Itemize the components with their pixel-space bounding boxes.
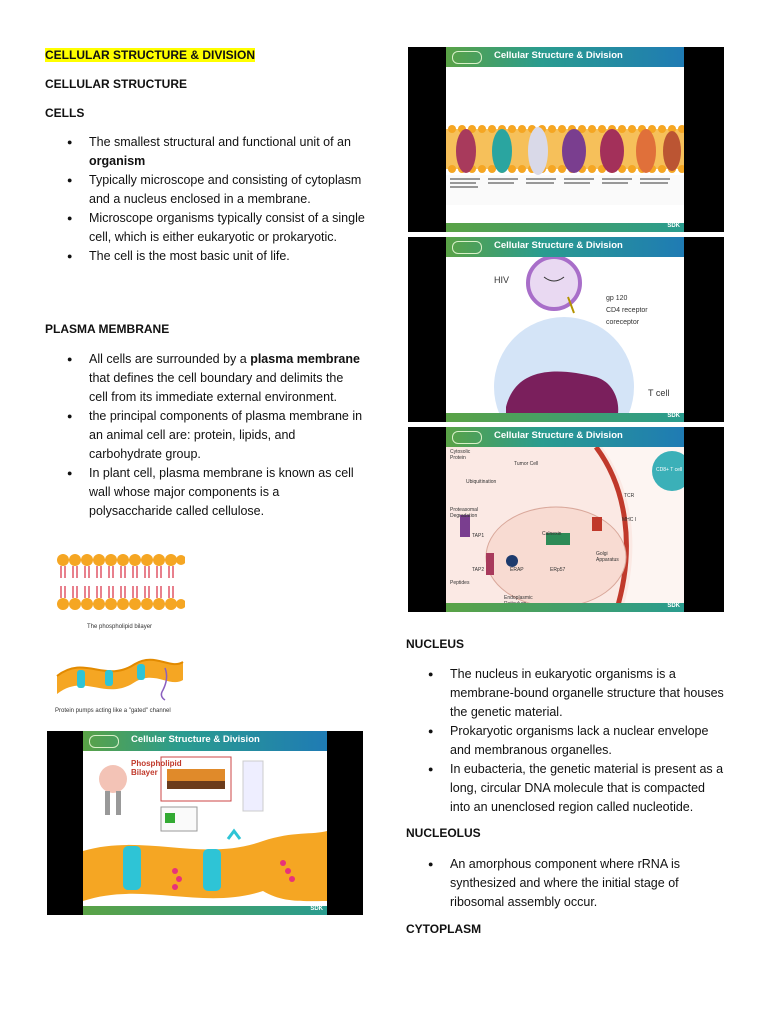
nucleolus-heading: NUCLEOLUS — [406, 826, 481, 840]
list-item: The cell is the most basic unit of life. — [45, 247, 365, 266]
membrane-illustration — [83, 756, 327, 902]
list-item: the principal components of plasma membr… — [45, 407, 365, 464]
slide-antigen-presentation: Cellular Structure & Division Cytosolic … — [408, 427, 724, 612]
proteasomal-label: Proteasomal Degradation — [450, 507, 479, 519]
peptides-label: Peptides — [450, 580, 470, 586]
slide-title-bar: Cellular Structure & Division — [446, 427, 684, 447]
erap-label: ERAP — [510, 567, 524, 573]
membrane-proteins-illustration — [446, 125, 684, 205]
list-item: In plant cell, plasma membrane is known … — [45, 464, 365, 521]
slide-phospholipid-bilayer: Cellular Structure & Division Phospholip… — [47, 731, 363, 915]
document-title-text: CELLULAR STRUCTURE & DIVISION — [45, 48, 255, 62]
list-item: An amorphous component where rRNA is syn… — [406, 855, 726, 912]
logo-icon — [452, 431, 482, 444]
hiv-label: HIV — [494, 275, 510, 285]
plasma-membrane-heading: PLASMA MEMBRANE — [45, 322, 170, 336]
cells-list: The smallest structural and functional u… — [45, 133, 365, 266]
slide-membrane-proteins: Cellular Structure & Division — [408, 47, 724, 232]
cytosolic-protein-label: Cytosolic Protein — [450, 449, 471, 461]
slide-title: Cellular Structure & Division — [131, 734, 260, 745]
golgi-label: Golgi Apparatus — [596, 551, 619, 563]
section-heading: CELLULAR STRUCTURE — [45, 77, 187, 91]
logo-icon — [452, 241, 482, 254]
cd4-receptor-label: CD4 receptor — [606, 307, 648, 314]
list-item: Typically microscope and consisting of c… — [45, 171, 365, 209]
list-item: The smallest structural and functional u… — [45, 133, 365, 171]
tap2-label: TAP2 — [472, 567, 485, 573]
tap1-label: TAP1 — [472, 533, 485, 539]
mhc-label: MHC I — [622, 517, 637, 523]
slide-title-bar: Cellular Structure & Division — [446, 47, 684, 67]
list-item: The nucleus in eukaryotic organisms is a… — [406, 665, 726, 722]
slide-title: Cellular Structure & Division — [494, 50, 623, 61]
cd8-tcell-label: CD8+ T cell — [656, 467, 683, 473]
cytoplasm-heading: CYTOPLASM — [406, 922, 482, 936]
ubiquitination-label: Ubiquitination — [466, 479, 497, 485]
phospholipid-bilayer-figure: The phospholipid bilayer — [55, 540, 186, 635]
tumor-cell-label: Tumor Cell — [514, 461, 539, 467]
nucleus-heading: NUCLEUS — [406, 637, 465, 651]
slide-footer: SDK — [446, 413, 684, 422]
erp57-label: ERp57 — [550, 567, 566, 573]
gated-channel-figure: Protein pumps acting like a "gated" chan… — [55, 650, 195, 720]
list-item: All cells are surrounded by a plasma mem… — [45, 350, 365, 407]
slide-title-bar: Cellular Structure & Division — [83, 731, 327, 751]
calnexin-label: Calnexin — [542, 531, 562, 537]
nucleus-list: The nucleus in eukaryotic organisms is a… — [406, 665, 726, 817]
slide-title-bar: Cellular Structure & Division — [446, 237, 684, 257]
slide-footer: SDK — [446, 223, 684, 232]
tcell-label: T cell — [648, 388, 670, 398]
list-item: In eubacteria, the genetic material is p… — [406, 760, 726, 817]
figure-caption: Protein pumps acting like a "gated" chan… — [55, 708, 171, 714]
slide-title: Cellular Structure & Division — [494, 240, 623, 251]
slide-footer: SDK — [83, 906, 327, 915]
logo-icon — [452, 51, 482, 64]
antigen-presentation-illustration — [446, 447, 684, 612]
figure-caption: The phospholipid bilayer — [87, 624, 153, 630]
slide-footer: SDK — [446, 603, 684, 612]
slide-hiv-tcell: Cellular Structure & Division HIV gp 120… — [408, 237, 724, 422]
list-item: Microscope organisms typically consist o… — [45, 209, 365, 247]
hiv-tcell-illustration — [494, 257, 634, 422]
plasma-list: All cells are surrounded by a plasma mem… — [45, 350, 365, 521]
gp120-label: gp 120 — [606, 295, 628, 302]
cells-heading: CELLS — [45, 106, 85, 120]
document-title: CELLULAR STRUCTURE & DIVISION — [45, 48, 255, 62]
list-item: Prokaryotic organisms lack a nuclear env… — [406, 722, 726, 760]
tcr-label: TCR — [624, 493, 635, 499]
logo-icon — [89, 735, 119, 748]
nucleolus-list: An amorphous component where rRNA is syn… — [406, 855, 726, 912]
coreceptor-label: coreceptor — [606, 319, 640, 326]
slide-title: Cellular Structure & Division — [494, 430, 623, 441]
